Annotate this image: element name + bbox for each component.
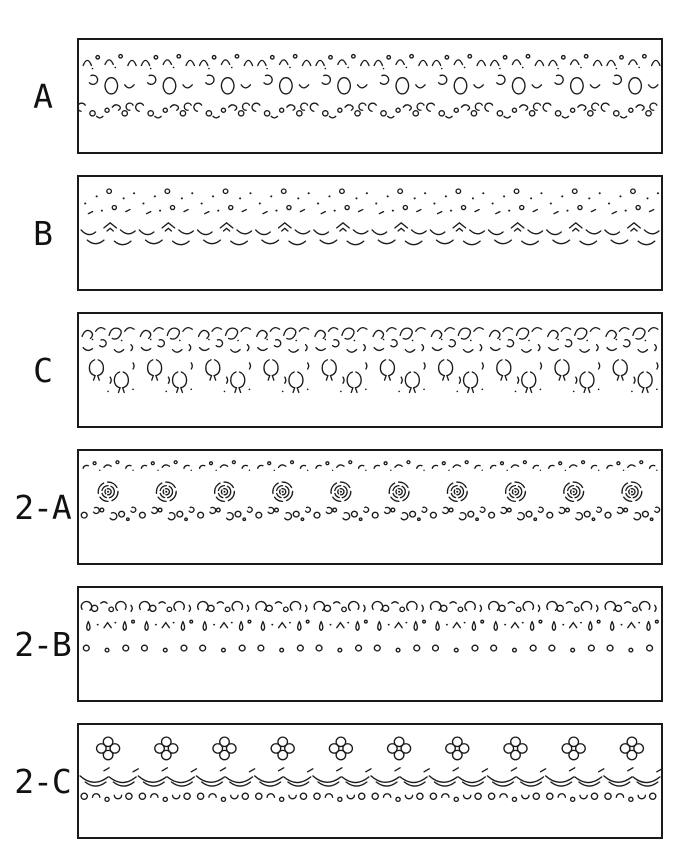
pattern-panel-2a xyxy=(77,449,663,565)
pattern-row-b: B xyxy=(8,175,663,291)
pattern-panel-2b xyxy=(77,586,663,702)
pattern-label-c: C xyxy=(33,350,53,390)
pattern-label-b: B xyxy=(33,213,53,253)
rose-eyelet-lace-illustration xyxy=(80,460,661,522)
curl-teardrop-dot-lace-illustration xyxy=(80,600,659,653)
pattern-label-2a: 2-A xyxy=(14,487,72,527)
pattern-row-2b: 2-B xyxy=(8,586,663,702)
pattern-label-2c: 2-C xyxy=(14,761,72,801)
pattern-panel-2c xyxy=(77,723,663,839)
pattern-panel-b xyxy=(77,175,663,291)
pattern-label-2b: 2-B xyxy=(14,624,72,664)
bell-flower-scroll-lace-illustration xyxy=(81,326,659,394)
eyelet-loop-scroll-lace-illustration xyxy=(79,53,661,119)
pattern-label-a: A xyxy=(33,76,53,116)
pattern-panel-a xyxy=(77,38,663,154)
pattern-row-2a: 2-A xyxy=(8,449,663,565)
pattern-row-c: C xyxy=(8,312,663,428)
pattern-row-2c: 2-C xyxy=(8,723,663,839)
pattern-panel-c xyxy=(77,312,663,428)
dot-chevron-scallop-lace-illustration xyxy=(80,188,660,246)
clover-scallop-dot-lace-illustration xyxy=(79,736,661,803)
pattern-row-a: A xyxy=(8,38,663,154)
